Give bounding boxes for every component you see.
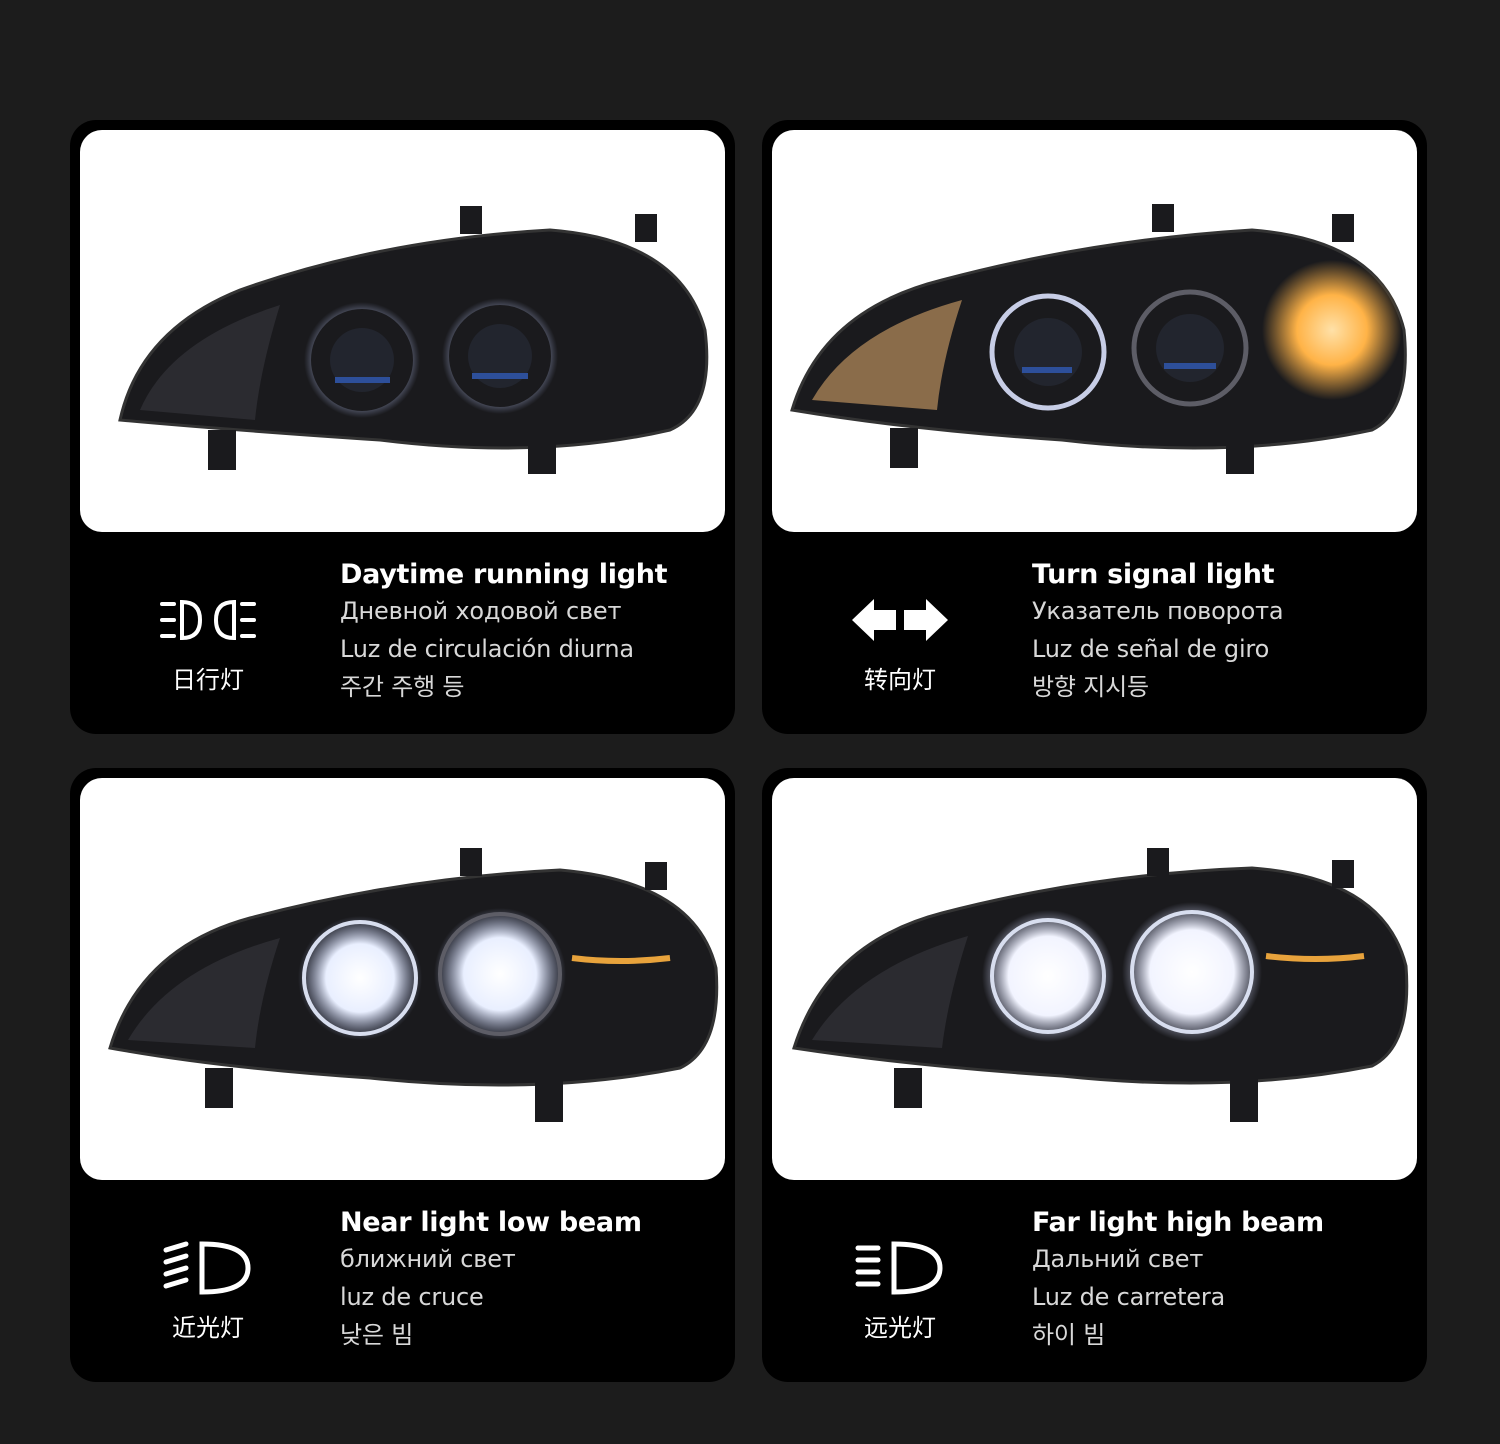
low-beam-icon — [158, 1238, 258, 1298]
panel-daytime-running-light: 日行灯 Daytime running light Дневной ходово… — [70, 120, 735, 734]
daytime-running-light-icon — [158, 590, 258, 650]
translation-es: Luz de señal de giro — [1032, 635, 1270, 663]
icon-label-drl: 日行灯 — [172, 666, 244, 694]
text-block-low: Near light low beam ближний свет luz de … — [340, 1206, 720, 1354]
panel-title-turn: Turn signal light — [1032, 559, 1275, 590]
panel-low-beam: 近光灯 Near light low beam ближний свет luz… — [70, 768, 735, 1382]
translation-ko: 주간 주행 등 — [340, 673, 465, 701]
headlight-photo-high — [772, 778, 1417, 1180]
translation-ru: Указатель поворота — [1032, 597, 1284, 625]
panel-high-beam: 远光灯 Far light high beam Дальний свет Luz… — [762, 768, 1427, 1382]
translation-ru: ближний свет — [340, 1245, 516, 1273]
headlight-photo-turn — [772, 130, 1417, 532]
panel-title-high: Far light high beam — [1032, 1207, 1324, 1238]
high-beam-icon — [850, 1238, 950, 1298]
translation-es: Luz de carretera — [1032, 1283, 1226, 1311]
headlight-photo-drl — [80, 130, 725, 532]
high-beam-accent-stripe — [1265, 953, 1365, 962]
headlight-photo-low — [80, 778, 725, 1180]
low-beam-accent-stripe — [571, 955, 671, 964]
translation-ru: Дневной ходовой свет — [340, 597, 622, 625]
turn-signal-glow — [1262, 260, 1402, 400]
icon-label-turn: 转向灯 — [864, 666, 936, 694]
text-block-drl: Daytime running light Дневной ходовой св… — [340, 558, 720, 706]
panel-turn-signal: 转向灯 Turn signal light Указатель поворота… — [762, 120, 1427, 734]
panel-title-drl: Daytime running light — [340, 559, 668, 590]
translation-ru: Дальний свет — [1032, 1245, 1204, 1273]
turn-signal-arrows-icon — [850, 590, 950, 650]
text-block-turn: Turn signal light Указатель поворота Luz… — [1032, 558, 1412, 706]
text-block-high: Far light high beam Дальний свет Luz de … — [1032, 1206, 1412, 1354]
translation-es: luz de cruce — [340, 1283, 484, 1311]
icon-label-high: 远光灯 — [864, 1314, 936, 1342]
translation-ko: 방향 지시등 — [1032, 673, 1149, 701]
panel-title-low: Near light low beam — [340, 1207, 642, 1238]
icon-label-low: 近光灯 — [172, 1314, 244, 1342]
translation-es: Luz de circulación diurna — [340, 635, 634, 663]
translation-ko: 하이 빔 — [1032, 1321, 1106, 1349]
translation-ko: 낮은 빔 — [340, 1321, 414, 1349]
